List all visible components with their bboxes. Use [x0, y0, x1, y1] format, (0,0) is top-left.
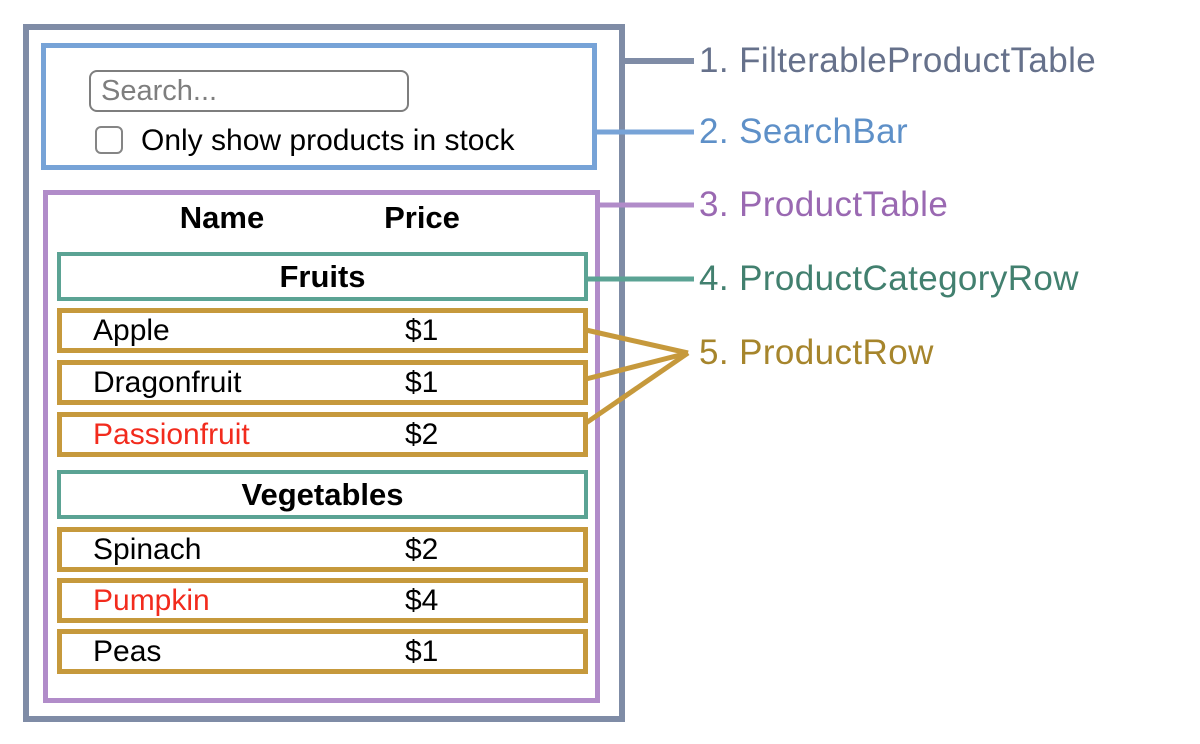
product-name: Dragonfruit	[93, 365, 242, 399]
column-header-price: Price	[384, 200, 460, 235]
product-name: Peas	[93, 634, 162, 668]
search-input[interactable]	[89, 70, 409, 112]
product-price: $2	[405, 532, 439, 566]
product-price: $1	[405, 634, 439, 668]
product-row-passionfruit: Passionfruit $2	[57, 412, 588, 457]
legend-item-product-category-row: 4. ProductCategoryRow	[699, 259, 1079, 298]
product-row-spinach: Spinach $2	[57, 527, 588, 572]
product-price: $1	[405, 365, 439, 399]
category-label: Fruits	[279, 258, 366, 294]
product-name: Pumpkin	[93, 583, 210, 617]
product-price: $4	[405, 583, 439, 617]
legend-item-product-table: 3. ProductTable	[699, 185, 949, 224]
in-stock-checkbox-label: Only show products in stock	[141, 124, 515, 157]
product-row-dragonfruit: Dragonfruit $1	[57, 360, 588, 405]
product-price: $2	[405, 417, 439, 451]
product-name: Passionfruit	[93, 417, 250, 451]
legend-item-search-bar: 2. SearchBar	[699, 112, 909, 151]
product-row-peas: Peas $1	[57, 629, 588, 674]
column-header-name: Name	[179, 200, 265, 235]
product-name: Spinach	[93, 532, 202, 566]
product-category-row-vegetables: Vegetables	[57, 470, 588, 519]
product-category-row-fruits: Fruits	[57, 252, 588, 301]
legend-item-filterable-product-table: 1. FilterableProductTable	[699, 41, 1097, 80]
legend-item-product-row: 5. ProductRow	[699, 333, 934, 372]
product-row-apple: Apple $1	[57, 308, 588, 353]
category-label: Vegetables	[241, 476, 404, 512]
product-row-pumpkin: Pumpkin $4	[57, 578, 588, 623]
product-price: $1	[405, 313, 439, 347]
product-name: Apple	[93, 313, 170, 347]
in-stock-checkbox[interactable]	[95, 126, 123, 154]
